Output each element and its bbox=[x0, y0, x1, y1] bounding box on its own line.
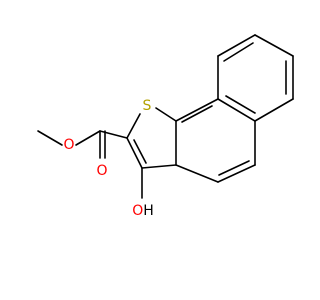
ester-oxygen-atom-label: O bbox=[63, 137, 74, 153]
bond-c6-c5a bbox=[254, 98, 294, 122]
hydroxyl-group-label: OH bbox=[132, 203, 154, 219]
bond-c5a-c9a-inner bbox=[225, 95, 256, 114]
bond-c4-c5 bbox=[217, 164, 256, 183]
carbonyl-oxygen-atom-label: O bbox=[96, 163, 107, 179]
bond-c2-sulfur bbox=[126, 113, 141, 139]
bond-c8-c7 bbox=[254, 34, 294, 57]
bond-c9a-c9b-inner bbox=[181, 105, 213, 123]
bond-c4-c5-inner bbox=[218, 160, 250, 176]
bond-c9a-c9b bbox=[175, 98, 219, 122]
bond-c9-c8-inner bbox=[223, 42, 254, 62]
bond-c9-c8 bbox=[217, 34, 256, 57]
bond-c3-c3a bbox=[141, 164, 177, 169]
atom-label-layer: S O O OH bbox=[63, 98, 153, 219]
bond-sulfur-c9b bbox=[155, 107, 177, 122]
bond-methyl-ester-oxygen bbox=[37, 130, 63, 146]
bond-ester-oxygen-carbonyl bbox=[75, 130, 101, 146]
diagram-background bbox=[0, 0, 300, 300]
bond-c5a-c9a bbox=[217, 98, 256, 122]
chemical-structure-diagram: S O O OH bbox=[0, 0, 300, 300]
bond-c3a-c4 bbox=[175, 164, 219, 183]
sulfur-atom-label: S bbox=[143, 98, 152, 114]
bond-c2-c3-inner bbox=[133, 139, 147, 164]
bond-c2-c3 bbox=[126, 137, 143, 169]
bond-layer bbox=[37, 34, 294, 199]
bond-carbonyl-thiophene bbox=[99, 130, 128, 139]
